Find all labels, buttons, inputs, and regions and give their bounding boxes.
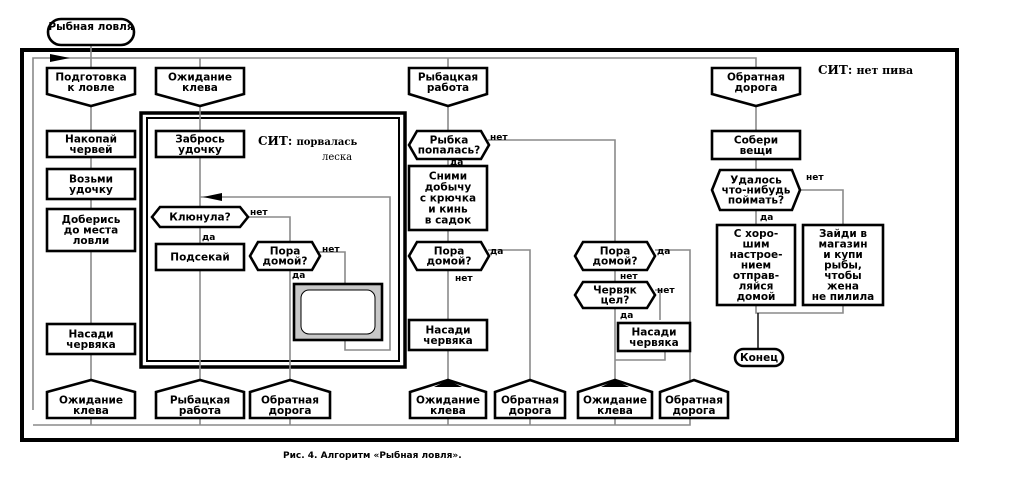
no-label: нет (806, 173, 824, 183)
no-label: нет (620, 272, 638, 282)
yes-label: да (657, 247, 670, 257)
step-hook: Подсекай (154, 242, 246, 272)
svg-text:Конец: Конец (740, 352, 778, 364)
yes-label: да (450, 158, 463, 168)
no-label: нет (657, 286, 675, 296)
yes-label: да (292, 271, 305, 281)
situation-inner-label: СИТ: порвалась (258, 134, 357, 148)
svg-text:Подсекай: Подсекай (170, 252, 229, 264)
yes-label: да (202, 233, 215, 243)
end-terminator: Конец (733, 347, 785, 368)
no-label: нет (490, 133, 508, 143)
svg-text:Клюнула?: Клюнула? (169, 212, 230, 224)
yes-label: да (490, 247, 503, 257)
inner-situation-frame (139, 111, 407, 369)
outer-situation-frame (20, 48, 959, 442)
yes-label: да (760, 213, 773, 223)
decision-bite: Клюнула? (150, 205, 250, 229)
no-label: нет (322, 245, 340, 255)
wait-until-bite-box: Жди,пока неклюнет (292, 282, 384, 342)
no-label: нет (455, 274, 473, 284)
yes-label: да (620, 311, 633, 321)
start-terminator: Рыбная ловля (46, 17, 136, 47)
svg-text:Рыбная ловля: Рыбная ловля (48, 21, 133, 33)
arrow-icon (50, 54, 70, 62)
situation-outer-label: СИТ: нет пива (818, 63, 913, 77)
situation-inner-label-line2: леска (322, 152, 352, 163)
figure-caption: Рис. 4. Алгоритм «Рыбная ловля». (283, 450, 462, 461)
no-label: нет (250, 208, 268, 218)
arrow-icon (203, 193, 222, 201)
